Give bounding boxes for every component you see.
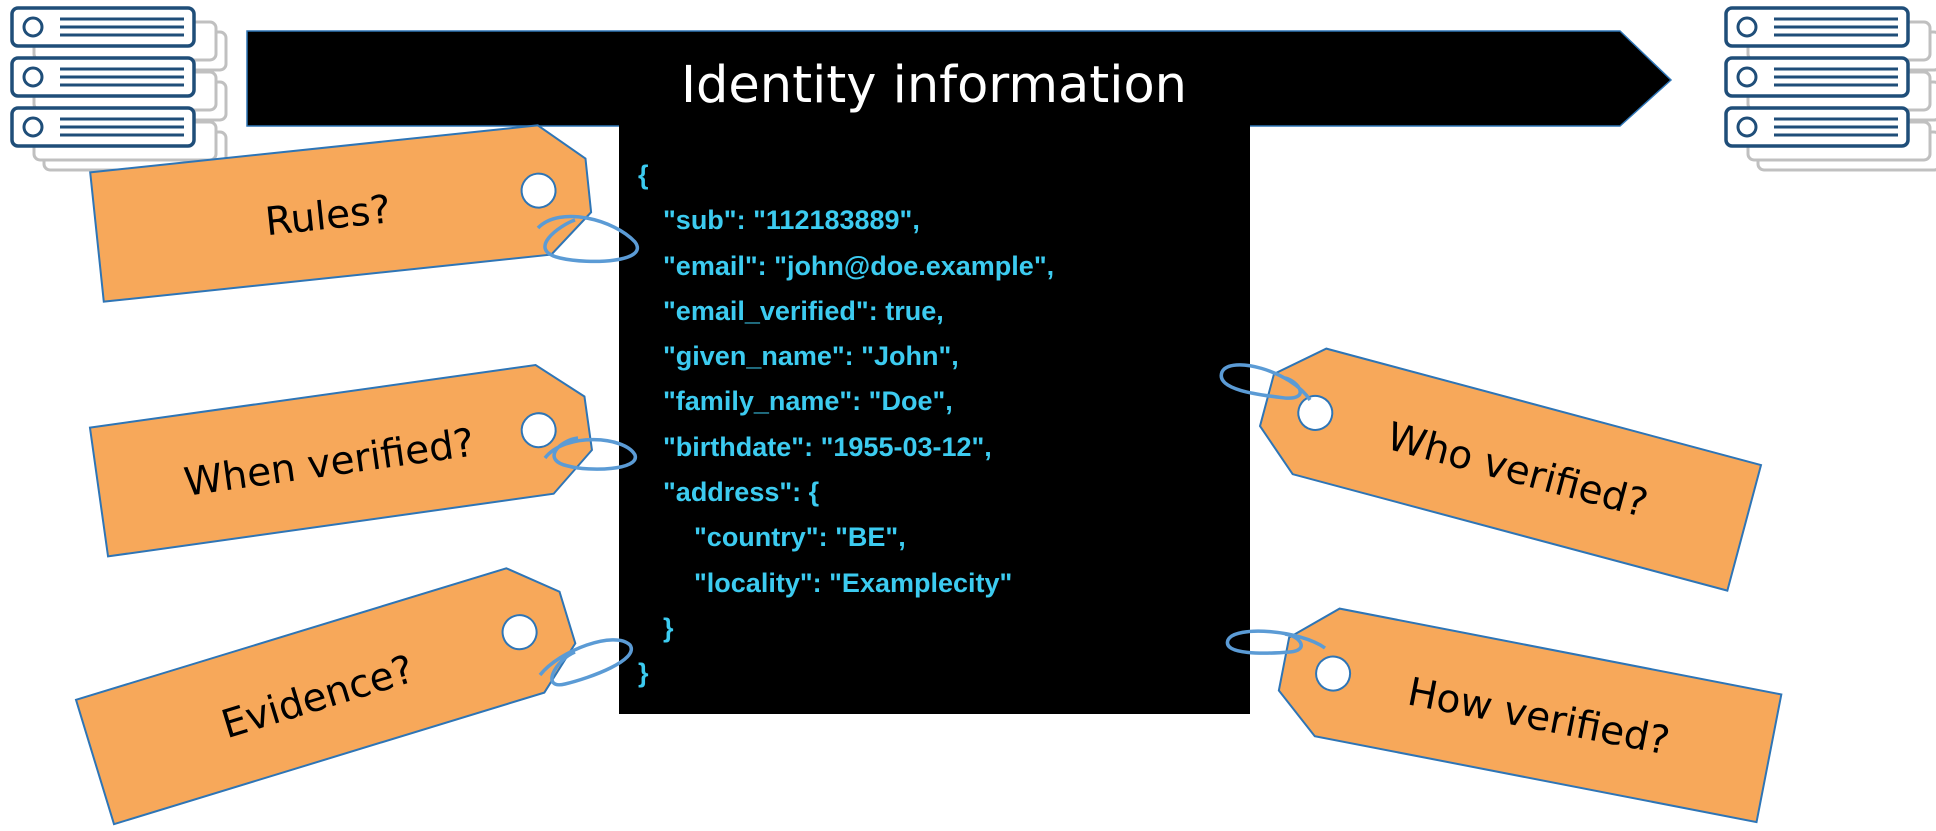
code-panel xyxy=(619,124,1250,714)
identity-banner: Identity information xyxy=(246,30,1673,127)
code-line: } xyxy=(638,658,649,689)
tag-string xyxy=(1219,363,1312,402)
code-line: { xyxy=(638,160,649,190)
code-line: "email_verified": true, xyxy=(663,295,944,326)
tag-string xyxy=(1225,629,1327,655)
code-line: "family_name": "Doe", xyxy=(663,386,953,417)
tag-string xyxy=(538,638,633,687)
tag-who-verified: Who verified? xyxy=(1249,336,1762,592)
code-line: "birthdate": "1955-03-12", xyxy=(663,431,992,462)
tag-evidence: Evidence? xyxy=(74,554,588,826)
right-server-stack-icon xyxy=(1726,8,1936,170)
tag-rules: Rules? xyxy=(89,119,597,303)
code-line: "country": "BE", xyxy=(694,522,906,553)
left-server-stack-icon xyxy=(12,8,226,170)
tag-how-verified: How verified? xyxy=(1270,599,1783,824)
code-line: "given_name": "John", xyxy=(663,341,959,372)
code-line: } xyxy=(663,612,674,643)
identity-json-code: { "sub": "112183889", "email": "john@doe… xyxy=(638,153,1054,697)
tag-string xyxy=(543,436,637,471)
banner-title: Identity information xyxy=(681,56,1187,115)
code-line: "address": { xyxy=(663,477,820,508)
tag-string xyxy=(536,214,640,264)
code-line: "locality": "Examplecity" xyxy=(694,567,1013,598)
code-line: "sub": "112183889", xyxy=(663,205,920,236)
code-line: "email": "john@doe.example", xyxy=(663,250,1055,281)
tag-when-verified: When verified? xyxy=(88,357,599,558)
